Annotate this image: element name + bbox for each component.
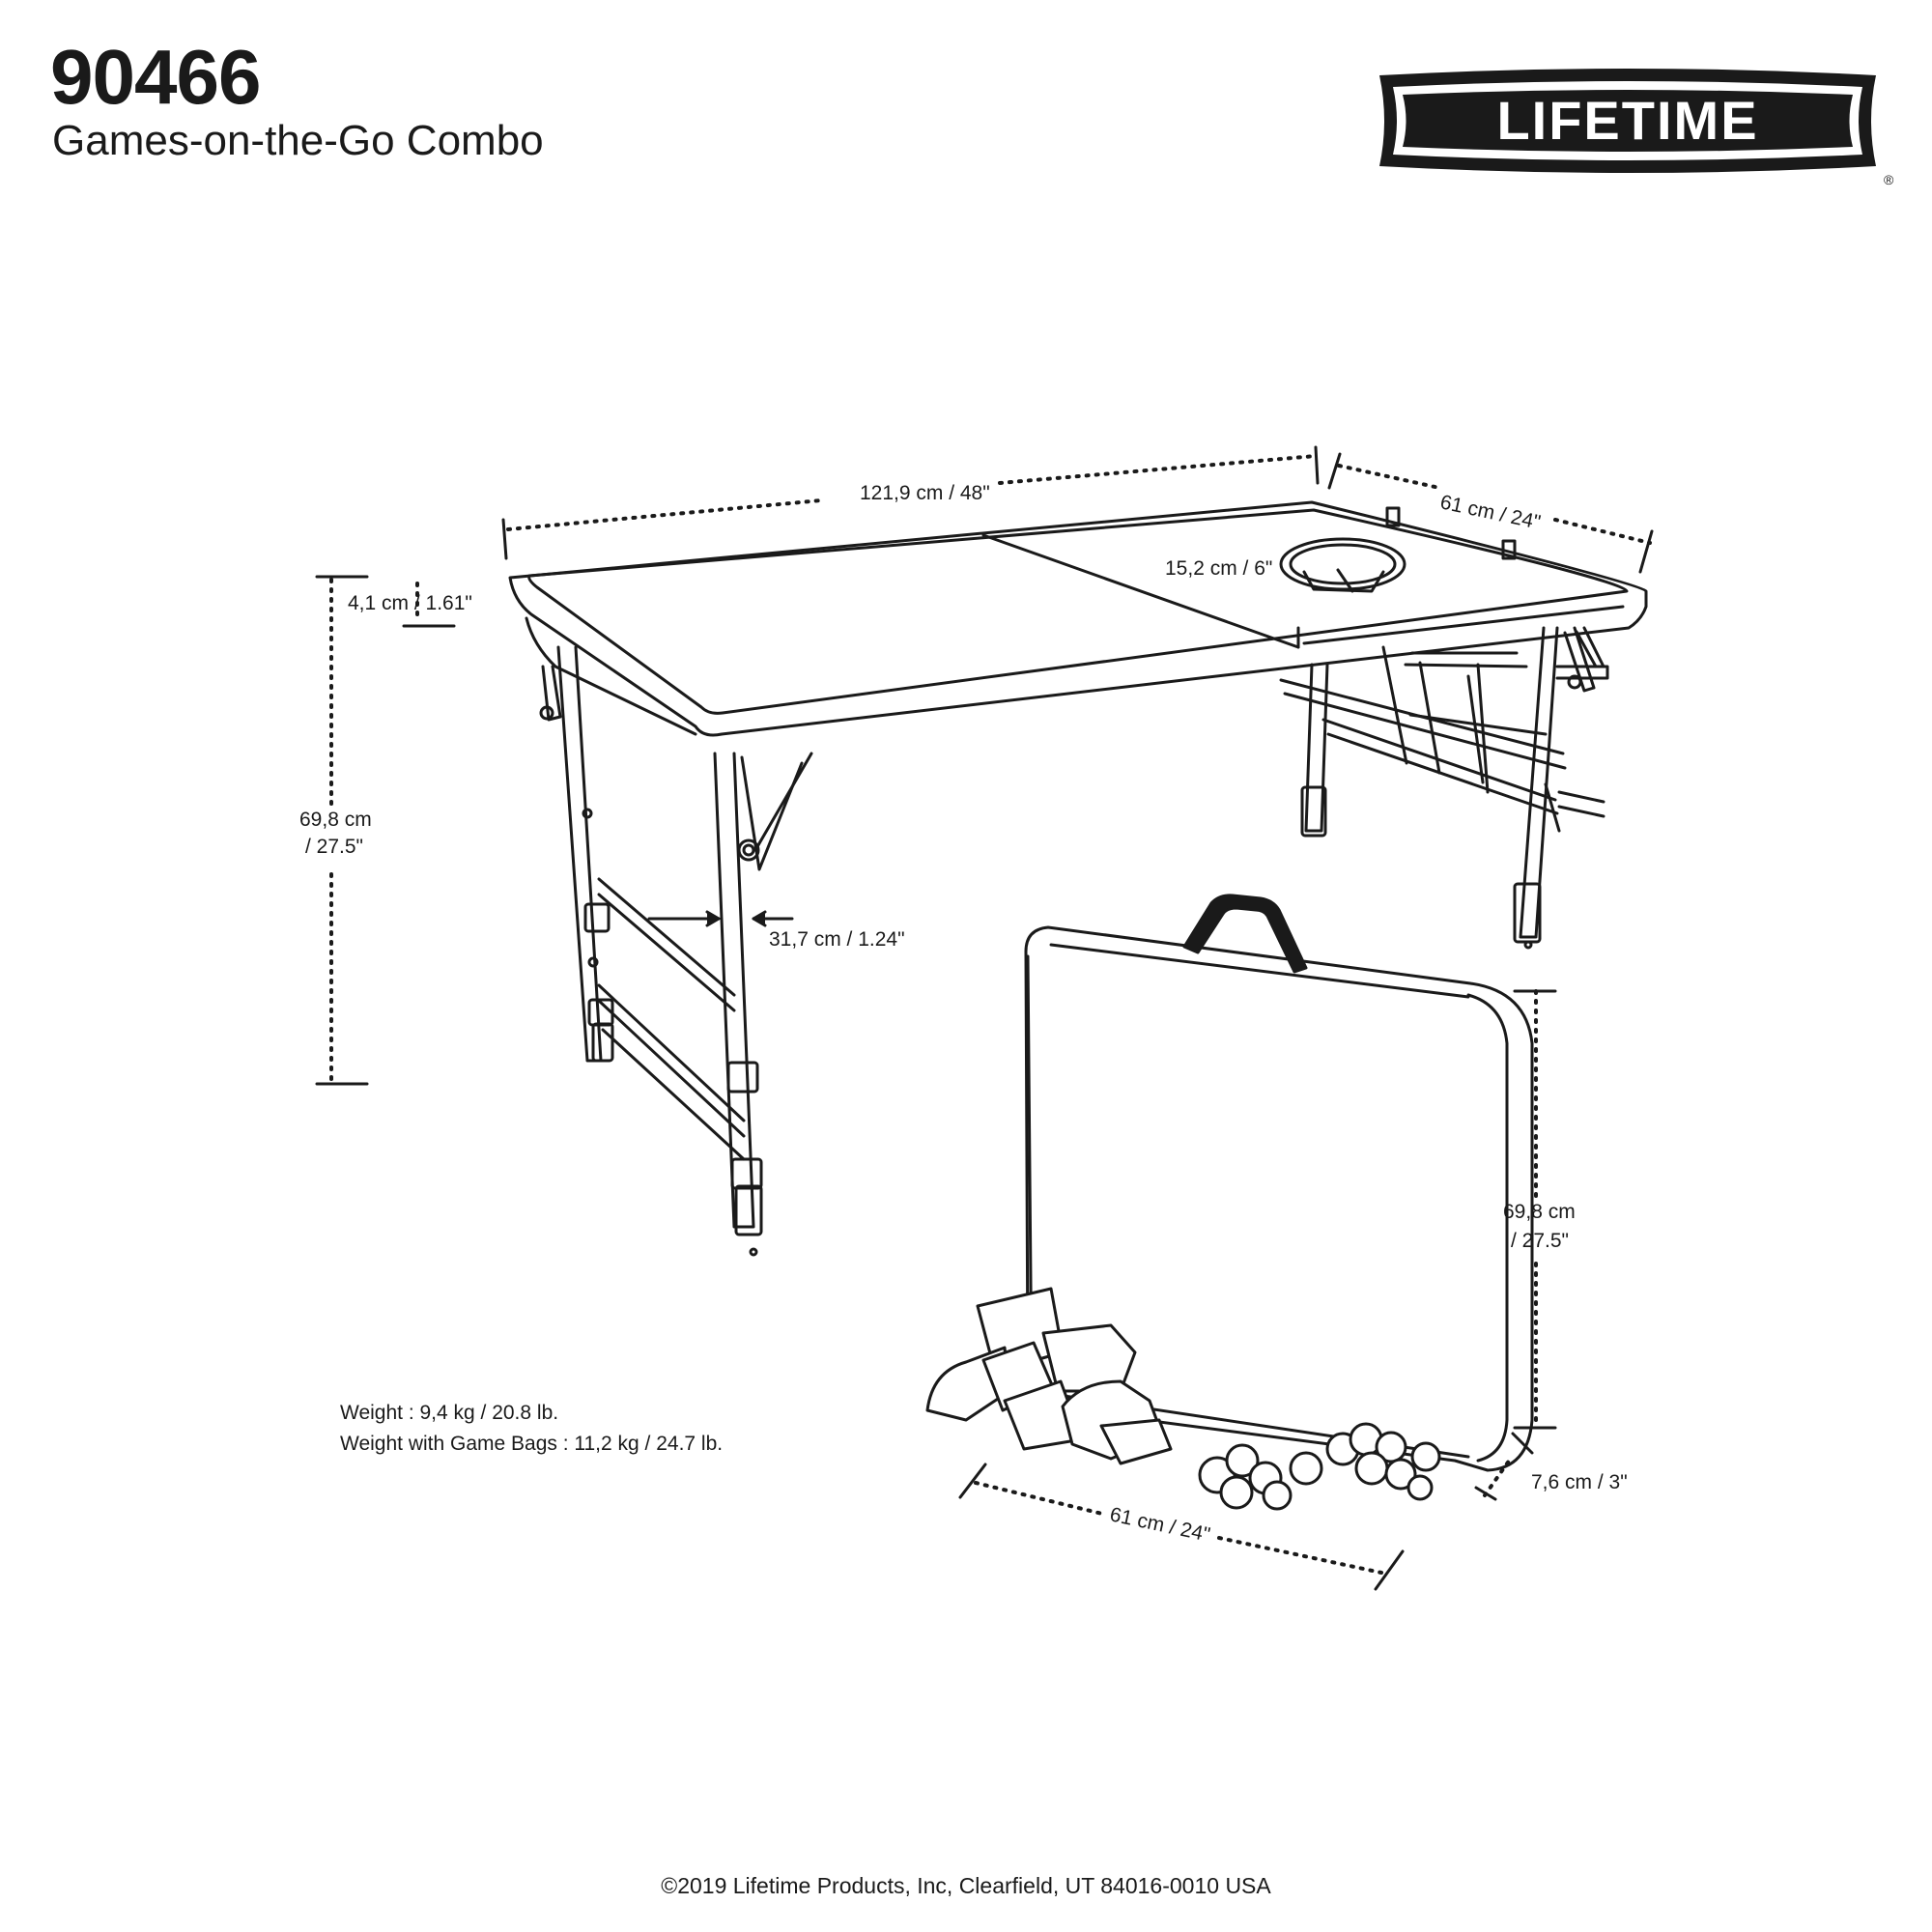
- leg-width-label: 31,7 cm / 1.24": [769, 928, 905, 951]
- product-name: Games-on-the-Go Combo: [52, 117, 544, 164]
- table-height-in-label: / 27.5": [305, 836, 363, 858]
- top-clip: [1385, 506, 1401, 527]
- carry-handle-icon: [1182, 894, 1308, 974]
- svg-text:LIFETIME: LIFETIME: [1496, 90, 1758, 151]
- leg-width-arrows: [647, 910, 794, 927]
- cornhole-hole: [1279, 537, 1406, 593]
- table-length-label: 121,9 cm / 48": [860, 482, 990, 504]
- dimension-lines-folded: [974, 989, 1538, 1575]
- weight-specs: Weight : 9,4 kg / 20.8 lb. Weight with G…: [340, 1398, 723, 1460]
- folded-height-in-label: / 27.5": [1511, 1230, 1569, 1252]
- hole-diameter-label: 15,2 cm / 6": [1165, 557, 1273, 580]
- table-top: [508, 500, 1648, 737]
- weight-text: Weight : 9,4 kg / 20.8 lb.: [340, 1402, 559, 1424]
- weight-with-bags-text: Weight with Game Bags : 11,2 kg / 24.7 l…: [340, 1433, 724, 1455]
- table-legs-back: [1279, 626, 1609, 950]
- table-height-cm-label: 69,8 cm: [299, 809, 372, 831]
- top-thickness-label: 4,1 cm / 1.61": [348, 592, 472, 614]
- dimension-ticks-folded: [958, 989, 1557, 1591]
- model-number: 90466: [50, 34, 261, 120]
- table-legs-front: [539, 645, 813, 1257]
- dimension-lines-table: [329, 454, 1652, 1084]
- registered-mark: ®: [1884, 172, 1894, 187]
- ping-pong-balls-icon: [1198, 1422, 1441, 1511]
- bean-bags-icon: [925, 1287, 1173, 1465]
- folded-depth-label: 7,6 cm / 3": [1531, 1471, 1628, 1493]
- top-clip: [1501, 539, 1517, 560]
- lifetime-logo: LIFETIME: [1379, 69, 1876, 173]
- copyright: ©2019 Lifetime Products, Inc, Clearfield…: [661, 1873, 1271, 1898]
- folded-height-cm-label: 69,8 cm: [1503, 1201, 1576, 1223]
- folded-case: [1024, 925, 1534, 1472]
